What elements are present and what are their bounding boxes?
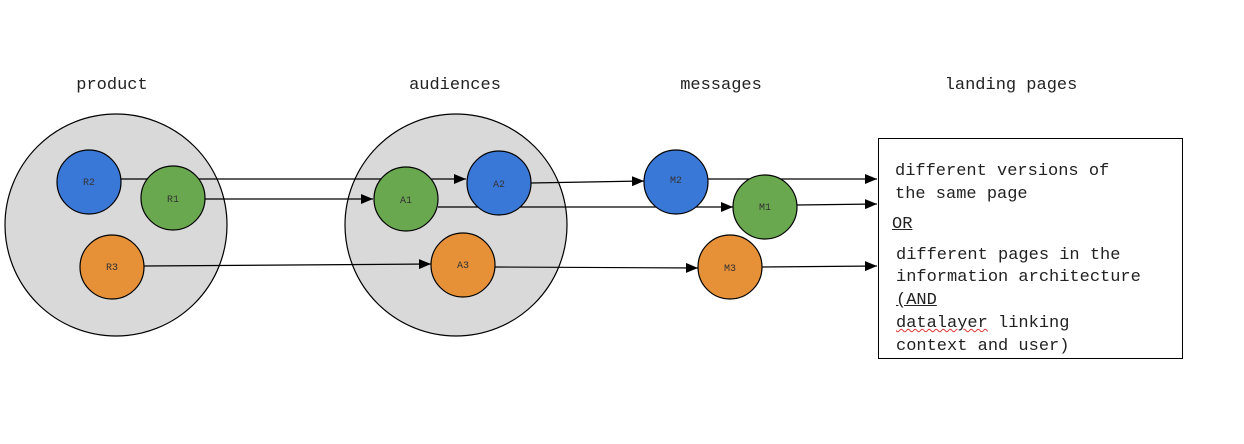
landing-pages-box: different versions of the same page OR d… bbox=[878, 138, 1183, 359]
node-m2[interactable] bbox=[643, 149, 709, 215]
node-r3-label: R3 bbox=[106, 263, 118, 274]
node-r3[interactable] bbox=[79, 234, 145, 300]
node-m2-label: M2 bbox=[670, 176, 682, 187]
edge-m1-landing bbox=[796, 199, 878, 210]
column-label-product: product bbox=[76, 76, 147, 95]
node-m1-label: M1 bbox=[759, 203, 771, 214]
landing-text-or: OR bbox=[892, 215, 913, 234]
node-a3[interactable] bbox=[430, 232, 496, 298]
node-r2[interactable] bbox=[56, 149, 122, 215]
column-label-audiences: audiences bbox=[409, 76, 501, 95]
landing-text-line-6-rest: linking bbox=[987, 314, 1070, 333]
node-a1-label: A1 bbox=[400, 196, 412, 207]
landing-text-line-3: different pages in the bbox=[896, 246, 1121, 265]
edge-r3-a3 bbox=[143, 259, 432, 270]
landing-text-line-4: information architecture bbox=[896, 268, 1141, 287]
edge-a2-m2 bbox=[530, 176, 645, 187]
audiences-group bbox=[344, 113, 568, 337]
landing-text-line-7: context and user) bbox=[896, 337, 1070, 356]
landing-text-line-6: datalayer linking bbox=[896, 312, 1069, 335]
landing-text-line-5: (AND bbox=[896, 291, 937, 310]
node-a2-label: A2 bbox=[493, 180, 505, 191]
column-label-messages: messages bbox=[680, 76, 762, 95]
node-a3-label: A3 bbox=[457, 261, 469, 272]
edge-a3-m3 bbox=[494, 262, 699, 273]
landing-text-line-2: the same page bbox=[895, 185, 1028, 204]
node-r1-label: R1 bbox=[167, 195, 179, 206]
node-m1[interactable] bbox=[732, 174, 798, 240]
node-a1[interactable] bbox=[373, 166, 439, 232]
edge-m3-landing bbox=[761, 261, 878, 272]
landing-text-line-1: different versions of bbox=[895, 162, 1110, 181]
node-m3-label: M3 bbox=[724, 264, 736, 275]
node-r2-label: R2 bbox=[83, 178, 95, 189]
column-label-landing-pages: landing pages bbox=[945, 76, 1078, 95]
spellcheck-word: datalayer bbox=[896, 314, 988, 333]
product-group bbox=[4, 113, 228, 337]
node-r1[interactable] bbox=[140, 165, 206, 231]
